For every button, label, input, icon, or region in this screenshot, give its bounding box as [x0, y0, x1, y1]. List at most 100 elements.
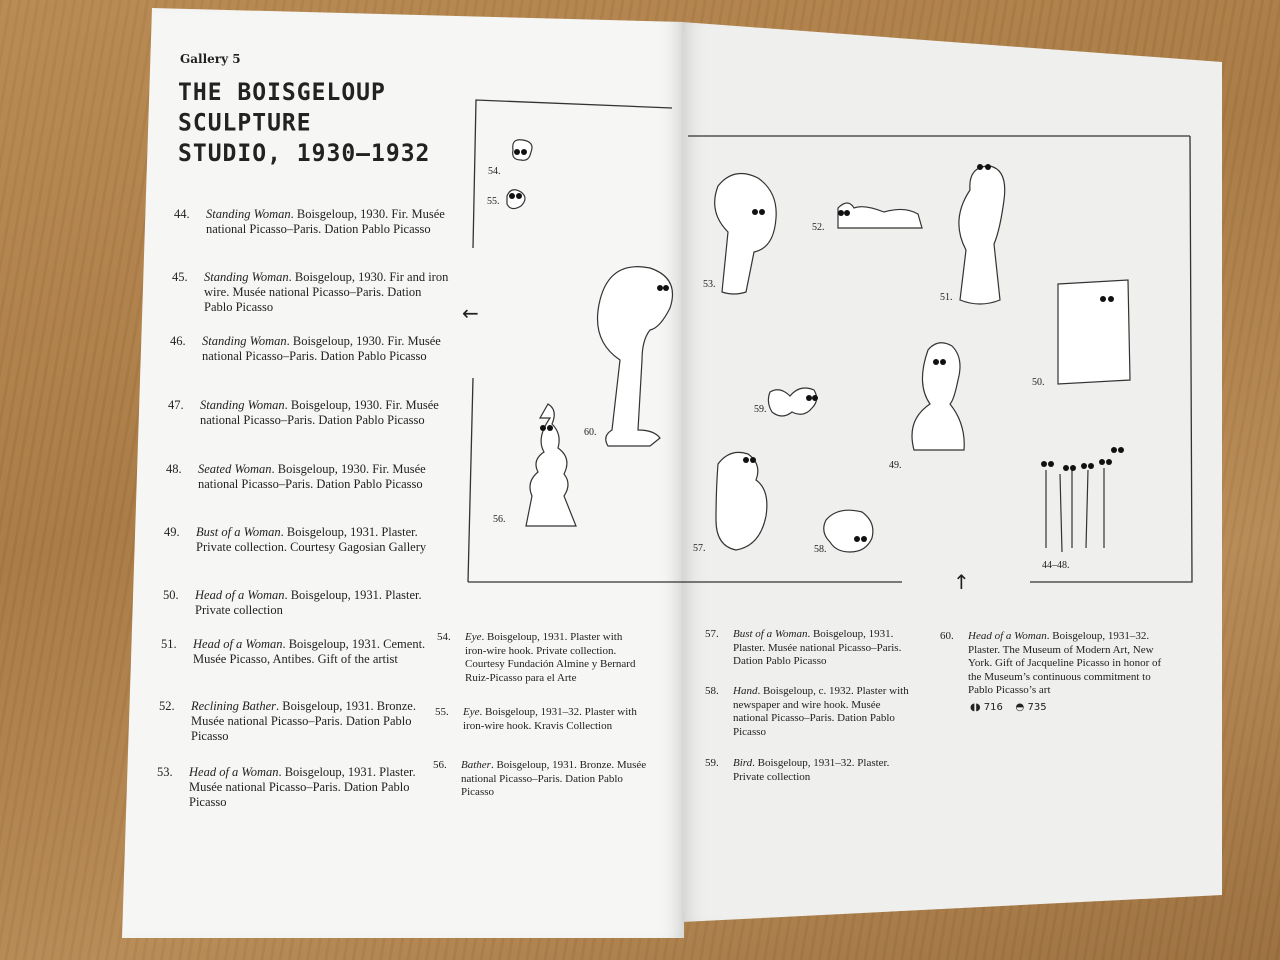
- entry-details: . Boisgeloup, 1931. Bronze. Musée nation…: [461, 759, 647, 798]
- sculpture-52-bather: [837, 202, 923, 229]
- entry-number: 56.: [433, 759, 447, 771]
- entry-title: Head of a Woman: [193, 637, 283, 651]
- gallery-label: Gallery 5: [180, 52, 241, 66]
- catalog-entry-47: 47. Standing Woman. Boisgeloup, 1930. Fi…: [168, 398, 445, 428]
- catalog-entry-51: 51. Head of a Woman. Boisgeloup, 1931. C…: [161, 637, 438, 667]
- map-label: 60.: [584, 427, 597, 438]
- entry-details: . Boisgeloup, 1931. Plaster. Private col…: [195, 588, 422, 617]
- entry-title: Standing Woman: [204, 270, 289, 284]
- floor-plan-wall: [1030, 135, 1193, 583]
- entry-details: . Boisgeloup, 1931. Plaster. Private col…: [196, 525, 427, 554]
- map-label: 49.: [889, 460, 902, 471]
- sculpture-50-head: [1057, 279, 1131, 385]
- entry-title: Reclining Bather: [191, 699, 277, 713]
- catalog-entry-54: 54. Eye. Boisgeloup, 1931. Plaster with …: [437, 631, 645, 685]
- sculpture-60-head: [596, 266, 674, 447]
- entry-title: Standing Woman: [206, 207, 291, 221]
- page-title: THE BOISGELOUP SCULPTURE STUDIO, 1930–19…: [178, 78, 430, 169]
- entry-title: Bather: [461, 759, 491, 771]
- entry-details: . Boisgeloup, 1930. Fir. Musée national …: [198, 462, 426, 491]
- entry-title: Head of a Woman: [968, 630, 1047, 642]
- entry-details: . Boisgeloup, 1931. Plaster with iron-wi…: [465, 631, 636, 684]
- map-label: 58.: [814, 544, 827, 555]
- entry-number: 45.: [172, 270, 188, 284]
- entry-details: . Boisgeloup, c. 1932. Plaster with news…: [733, 685, 909, 738]
- entry-details: . Boisgeloup, 1931. Bronze. Musée nation…: [191, 699, 416, 743]
- map-label: 51.: [940, 292, 953, 303]
- entry-number: 44.: [174, 207, 190, 221]
- catalog-entry-49: 49. Bust of a Woman. Boisgeloup, 1931. P…: [164, 525, 441, 555]
- map-label: 55.: [487, 196, 500, 207]
- entry-details: . Boisgeloup, 1931–32. Plaster. Private …: [733, 757, 890, 783]
- sculpture-55-eye: [506, 189, 526, 210]
- catalog-entry-53: 53. Head of a Woman. Boisgeloup, 1931. P…: [157, 765, 434, 810]
- entry-number: 47.: [168, 398, 184, 412]
- sculpture-51-head: [958, 165, 1006, 305]
- entry-number: 60.: [940, 630, 954, 642]
- catalog-entry-44: 44. Standing Woman. Boisgeloup, 1930. Fi…: [174, 207, 451, 237]
- catalog-entry-58: 58. Hand. Boisgeloup, c. 1932. Plaster w…: [705, 685, 913, 739]
- entry-title: Bust of a Woman: [733, 628, 808, 640]
- entry-title: Head of a Woman: [195, 588, 285, 602]
- map-label: 50.: [1032, 377, 1045, 388]
- sculpture-56-bather: [525, 403, 577, 527]
- sculpture-59-bird: [767, 387, 818, 417]
- entry-number: 58.: [705, 685, 719, 697]
- arrow-left-icon: ←: [462, 301, 479, 325]
- entry-number: 53.: [157, 765, 173, 779]
- entry-title: Seated Woman: [198, 462, 272, 476]
- map-label: 44–48.: [1042, 560, 1070, 571]
- entry-number: 54.: [437, 631, 451, 643]
- sculpture-44-48-standing-women: [1045, 468, 1105, 553]
- catalog-entry-50: 50. Head of a Woman. Boisgeloup, 1931. P…: [163, 588, 440, 618]
- map-label: 56.: [493, 514, 506, 525]
- entry-title: Head of a Woman: [189, 765, 279, 779]
- catalog-entry-52: 52. Reclining Bather. Boisgeloup, 1931. …: [159, 699, 436, 744]
- entry-details: . Boisgeloup, 1930. Fir and iron wire. M…: [204, 270, 449, 314]
- entry-number: 57.: [705, 628, 719, 640]
- catalog-entry-57: 57. Bust of a Woman. Boisgeloup, 1931. P…: [705, 628, 923, 669]
- entry-number: 59.: [705, 757, 719, 769]
- catalog-entry-55: 55. Eye. Boisgeloup, 1931–32. Plaster wi…: [435, 706, 653, 733]
- entry-title: Eye: [465, 631, 482, 643]
- entry-number: 52.: [159, 699, 175, 713]
- map-label: 53.: [703, 279, 716, 290]
- sculpture-49-bust: [911, 342, 965, 451]
- entry-number: 49.: [164, 525, 180, 539]
- audio-stop-number: 716: [983, 702, 1003, 713]
- headphones-icon: ◖◗: [970, 702, 981, 713]
- entry-number: 48.: [166, 462, 182, 476]
- entry-details: . Boisgeloup, 1931. Plaster. Musée natio…: [189, 765, 416, 809]
- entry-title: Bird: [733, 757, 753, 769]
- entry-title: Bust of a Woman: [196, 525, 281, 539]
- map-label: 52.: [812, 222, 825, 233]
- entry-number: 55.: [435, 706, 449, 718]
- floor-plan-wall: [467, 377, 474, 583]
- entry-details: . Boisgeloup, 1930. Fir. Musée national …: [200, 398, 439, 427]
- catalog-entry-48: 48. Seated Woman. Boisgeloup, 1930. Fir.…: [166, 462, 443, 492]
- entry-details: . Boisgeloup, 1930. Fir. Musée national …: [206, 207, 445, 236]
- map-label: 59.: [754, 404, 767, 415]
- entry-details: . Boisgeloup, 1931–32. Plaster. The Muse…: [968, 630, 1162, 696]
- sculpture-53-head: [714, 172, 777, 295]
- entry-details: . Boisgeloup, 1931. Cement. Musée Picass…: [193, 637, 426, 666]
- title-line: THE BOISGELOUP: [178, 79, 386, 107]
- catalog-entry-46: 46. Standing Woman. Boisgeloup, 1930. Fi…: [170, 334, 447, 364]
- right-page: [682, 22, 1222, 922]
- floor-plan-wall: [472, 99, 673, 249]
- sculpture-58-hand: [823, 509, 874, 553]
- catalog-entry-59: 59. Bird. Boisgeloup, 1931–32. Plaster. …: [705, 757, 913, 784]
- entry-details: . Boisgeloup, 1930. Fir. Musée national …: [202, 334, 441, 363]
- title-line: STUDIO, 1930–1932: [178, 139, 431, 168]
- entry-details: . Boisgeloup, 1931. Plaster. Musée natio…: [733, 628, 902, 667]
- headphones-icon: ◓: [1015, 702, 1025, 713]
- catalog-entry-45: 45. Standing Woman. Boisgeloup, 1930. Fi…: [172, 270, 449, 315]
- catalog-entry-60: 60. Head of a Woman. Boisgeloup, 1931–32…: [940, 630, 1168, 698]
- entry-title: Eye: [463, 706, 480, 718]
- map-label: 57.: [693, 543, 706, 554]
- left-page: [122, 8, 684, 938]
- entry-number: 46.: [170, 334, 186, 348]
- entry-title: Hand: [733, 685, 758, 697]
- entry-title: Standing Woman: [200, 398, 285, 412]
